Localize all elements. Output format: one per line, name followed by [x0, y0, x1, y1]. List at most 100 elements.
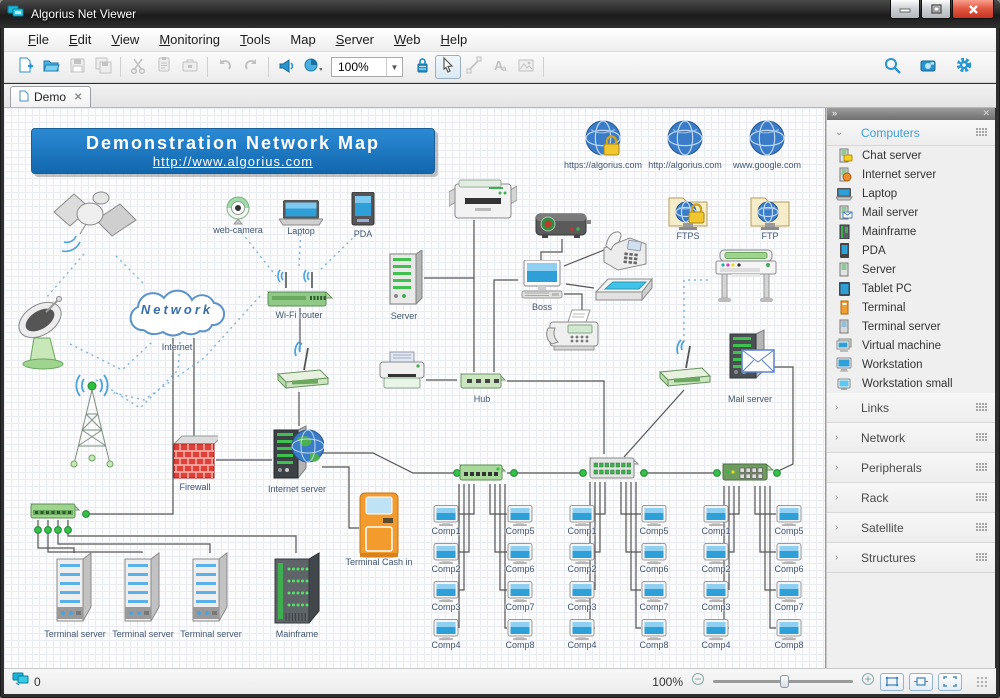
redo-button[interactable] [238, 55, 264, 79]
fit-page-button[interactable] [938, 672, 962, 691]
select-tool-button[interactable] [435, 55, 461, 79]
map-node-terminal-server-terminal-server[interactable]: Terminal server [180, 551, 242, 639]
map-node-dish[interactable] [10, 294, 76, 374]
maximize-button[interactable] [921, 0, 951, 19]
map-banner[interactable]: Demonstration Network Map http://www.alg… [31, 128, 435, 174]
search-button[interactable] [879, 55, 905, 79]
copy-button[interactable] [151, 55, 177, 79]
palette-close-icon[interactable]: ✕ [982, 108, 990, 118]
chevron-down-icon[interactable]: ▼ [386, 58, 402, 76]
map-node-comp-comp6[interactable]: Comp6 [505, 543, 535, 574]
map-node-copier[interactable] [448, 178, 518, 222]
palette-section-links[interactable]: › Links [827, 393, 995, 423]
map-node-mainframe-mainframe[interactable]: Mainframe [269, 551, 325, 639]
map-node-terminal-server-terminal-server[interactable]: Terminal server [112, 551, 174, 639]
lock-button[interactable] [409, 55, 435, 79]
map-node-comp-comp4[interactable]: Comp4 [567, 619, 597, 650]
close-button[interactable] [952, 0, 994, 19]
map-node-comp-comp1[interactable]: Comp1 [701, 505, 731, 536]
save-all-button[interactable] [90, 55, 116, 79]
menu-edit[interactable]: Edit [68, 32, 92, 47]
open-map-button[interactable] [38, 55, 64, 79]
map-node-scanner[interactable] [592, 274, 656, 306]
zoom-in-icon[interactable] [861, 672, 875, 691]
map-node-comp-comp8[interactable]: Comp8 [774, 619, 804, 650]
banner-link[interactable]: http://www.algorius.com [152, 154, 314, 169]
map-node-server-tower-server[interactable]: Server [382, 249, 426, 321]
collapse-chevrons-icon[interactable]: » [832, 108, 838, 118]
map-node-wifi-router-wi-fi-router[interactable]: Wi-Fi router [264, 266, 334, 320]
palette-item-tablet-pc[interactable]: Tablet PC [827, 279, 995, 298]
toolbox-button[interactable] [177, 55, 203, 79]
map-node-switch2[interactable] [586, 452, 642, 484]
map-node-comp-comp3[interactable]: Comp3 [701, 581, 731, 612]
menu-server[interactable]: Server [335, 32, 374, 47]
zoom-slider[interactable] [713, 675, 853, 688]
map-node-globe-lock-https-algorius-com[interactable]: https://algorius.com [564, 120, 642, 170]
map-node-firewall-firewall[interactable]: Firewall [172, 432, 224, 492]
map-node-comp-comp1[interactable]: Comp1 [567, 505, 597, 536]
palette-section-network[interactable]: › Network [827, 423, 995, 453]
cut-button[interactable] [125, 55, 151, 79]
map-node-switch-small[interactable] [27, 498, 83, 524]
palette-item-terminal[interactable]: Terminal [827, 298, 995, 317]
map-node-terminal-server-terminal-server[interactable]: Terminal server [44, 551, 106, 639]
map-node-projector[interactable] [532, 210, 592, 242]
zoom-slider-thumb[interactable] [780, 675, 790, 688]
resize-grip[interactable] [976, 675, 988, 688]
palette-item-workstation[interactable]: Workstation [827, 355, 995, 374]
menu-map[interactable]: Map [290, 32, 316, 47]
palette-item-pda[interactable]: PDA [827, 241, 995, 260]
map-node-folder-globe-lock-ftps[interactable]: FTPS [667, 192, 709, 241]
palette-item-server[interactable]: Server [827, 260, 995, 279]
chevron-right-icon[interactable]: › [835, 402, 839, 413]
palette-collapse-strip[interactable]: » ✕ [827, 108, 995, 120]
menu-web[interactable]: Web [394, 32, 421, 47]
map-node-comp-comp3[interactable]: Comp3 [567, 581, 597, 612]
menu-tools[interactable]: Tools [240, 32, 271, 47]
palette-item-mainframe[interactable]: Mainframe [827, 222, 995, 241]
chevron-right-icon[interactable]: › [835, 492, 839, 503]
map-node-comp-comp2[interactable]: Comp2 [567, 543, 597, 574]
chevron-right-icon[interactable]: › [835, 462, 839, 473]
undo-button[interactable] [212, 55, 238, 79]
map-node-comp-comp5[interactable]: Comp5 [505, 505, 535, 536]
announce-button[interactable] [273, 55, 299, 79]
menu-help[interactable]: Help [440, 32, 468, 47]
link-tool-button[interactable] [461, 55, 487, 79]
map-node-mail-server-mail-server[interactable]: Mail server [724, 328, 776, 404]
chevron-right-icon[interactable]: › [835, 522, 839, 533]
minimize-button[interactable] [890, 0, 920, 19]
map-node-comp-comp5[interactable]: Comp5 [639, 505, 669, 536]
palette-section-structures[interactable]: › Structures [827, 543, 995, 573]
map-node-plotter[interactable] [710, 248, 782, 306]
camera-button[interactable] [915, 55, 941, 79]
palette-section-peripherals[interactable]: › Peripherals [827, 453, 995, 483]
chevron-down-icon[interactable]: ⌄ [835, 127, 844, 138]
map-node-webcam-web-camera[interactable]: web-camera [213, 195, 263, 235]
map-node-switch3[interactable] [720, 458, 776, 486]
map-canvas[interactable]: Demonstration Network Map http://www.alg… [4, 108, 826, 668]
map-node-printer[interactable] [376, 350, 428, 396]
chart-button[interactable] [299, 55, 325, 79]
map-node-radio-tower[interactable] [62, 372, 122, 472]
zoom-out-icon[interactable] [691, 672, 705, 691]
palette-section-rack[interactable]: › Rack [827, 483, 995, 513]
image-tool-button[interactable] [513, 55, 539, 79]
palette-item-laptop[interactable]: Laptop [827, 184, 995, 203]
map-node-comp-comp1[interactable]: Comp1 [431, 505, 461, 536]
map-node-globe-http-algorius-com[interactable]: http://algorius.com [648, 120, 722, 170]
map-node-fax[interactable] [542, 308, 604, 356]
map-node-comp-comp7[interactable]: Comp7 [774, 581, 804, 612]
map-node-access-point[interactable] [654, 338, 712, 392]
map-node-folder-globe-ftp[interactable]: FTP [749, 192, 791, 241]
map-node-hub-hub[interactable]: Hub [457, 366, 507, 404]
palette-item-internet-server[interactable]: Internet server [827, 165, 995, 184]
map-node-comp-comp8[interactable]: Comp8 [505, 619, 535, 650]
map-node-switch[interactable] [457, 460, 507, 486]
fit-width-button[interactable] [909, 672, 933, 691]
map-node-access-point[interactable] [272, 340, 330, 394]
menu-file[interactable]: File [28, 32, 49, 47]
map-node-comp-comp5[interactable]: Comp5 [774, 505, 804, 536]
